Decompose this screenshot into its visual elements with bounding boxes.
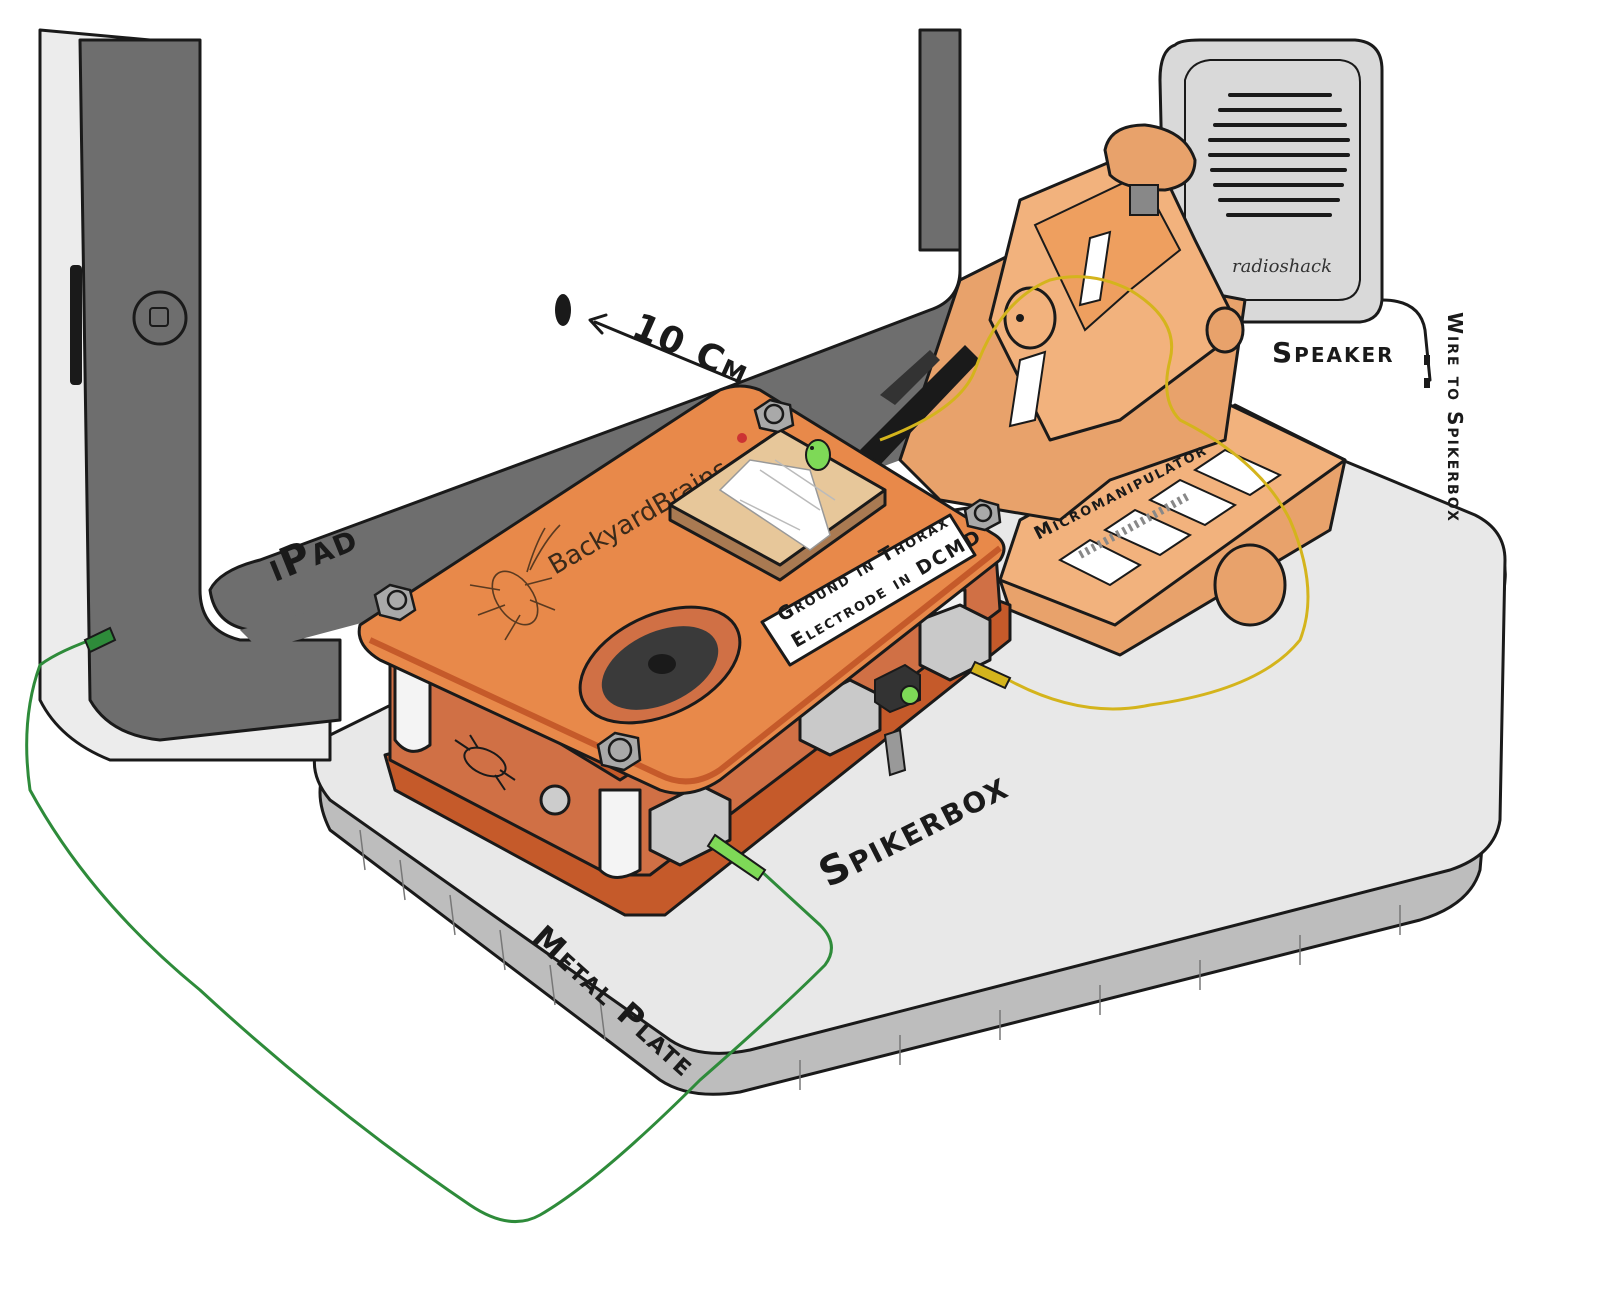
label-wire-to-spikerbox: Wire to Spikerbox [1443, 312, 1467, 523]
recording-hole [578, 605, 742, 725]
speaker [1158, 38, 1384, 324]
side-cockroach-icon [454, 734, 516, 791]
green-wire [25, 626, 833, 1223]
spikerbox: BackyardBrains [357, 384, 1012, 917]
yellow-plug [968, 660, 1012, 690]
target-dot [555, 294, 571, 326]
speaker-wire [1380, 298, 1432, 382]
cockroach-icon [469, 524, 561, 641]
label-distance: 10 Cm [626, 306, 756, 394]
home-button-icon [132, 290, 188, 346]
cork-platform [668, 428, 887, 582]
power-led [900, 685, 920, 705]
distance-marker [555, 294, 742, 384]
micromanipulator [860, 123, 1347, 657]
annotation-note [760, 513, 977, 667]
side-wheel [1205, 306, 1287, 627]
locust [805, 439, 831, 471]
yellow-wire [879, 275, 1310, 711]
speaker-brand: radioshack [1232, 256, 1332, 277]
label-speaker: Speaker [1272, 336, 1395, 369]
arrow-icon [588, 313, 608, 335]
screw-bolts [373, 398, 1002, 772]
adjustment-knob [1103, 123, 1197, 216]
